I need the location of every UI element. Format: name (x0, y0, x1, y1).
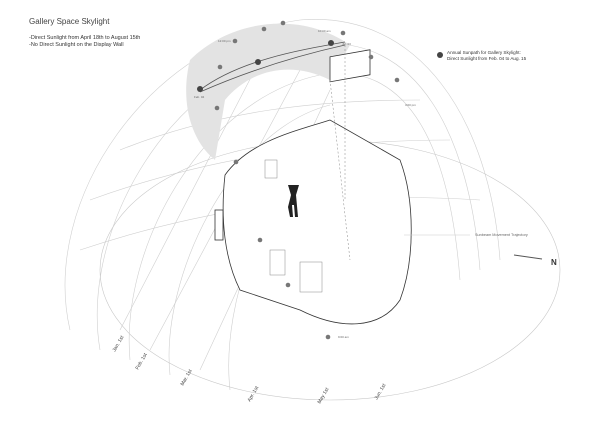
trajectory-label: Sunbeam Movement Trajectory (475, 233, 528, 237)
time-dots (214, 20, 400, 340)
note-display-wall: -No Direct Sunlight on the Display Wall (29, 42, 124, 48)
sun-label-start: Feb. 04 (194, 95, 205, 99)
date-label: Feb. 1st (135, 352, 150, 371)
sun-label-end: Jul. 03 (342, 42, 351, 46)
date-label: Jun. 1st (374, 382, 388, 401)
time-label: 3:00 pm (405, 103, 416, 107)
date-label: May 1st (317, 386, 331, 405)
note-direct-sunlight: -Direct Sunlight from April 18th to Augu… (29, 35, 141, 41)
legend-line-2: Direct Sunlight from Feb. 04 to Aug. 15 (447, 56, 527, 61)
time-label: 12:00 pm (218, 39, 231, 43)
legend: Annual Sunpath for Gallery Skylight: Dir… (447, 50, 526, 62)
diagram-title: Gallery Space Skylight (29, 17, 110, 26)
time-label: 10:00 am (318, 29, 331, 33)
date-label: Apr. 1st (247, 385, 261, 403)
skylight-shade (186, 23, 350, 161)
gallery-building (214, 49, 412, 325)
date-label: Jan. 1st (112, 334, 126, 353)
human-figure (288, 185, 299, 217)
north-label: N (551, 258, 557, 267)
sun-icon (197, 40, 443, 92)
date-label: Mar. 1st (180, 368, 194, 387)
time-label: 9:00 am (338, 335, 349, 339)
legend-line-1: Annual Sunpath for Gallery Skylight: (447, 50, 521, 55)
